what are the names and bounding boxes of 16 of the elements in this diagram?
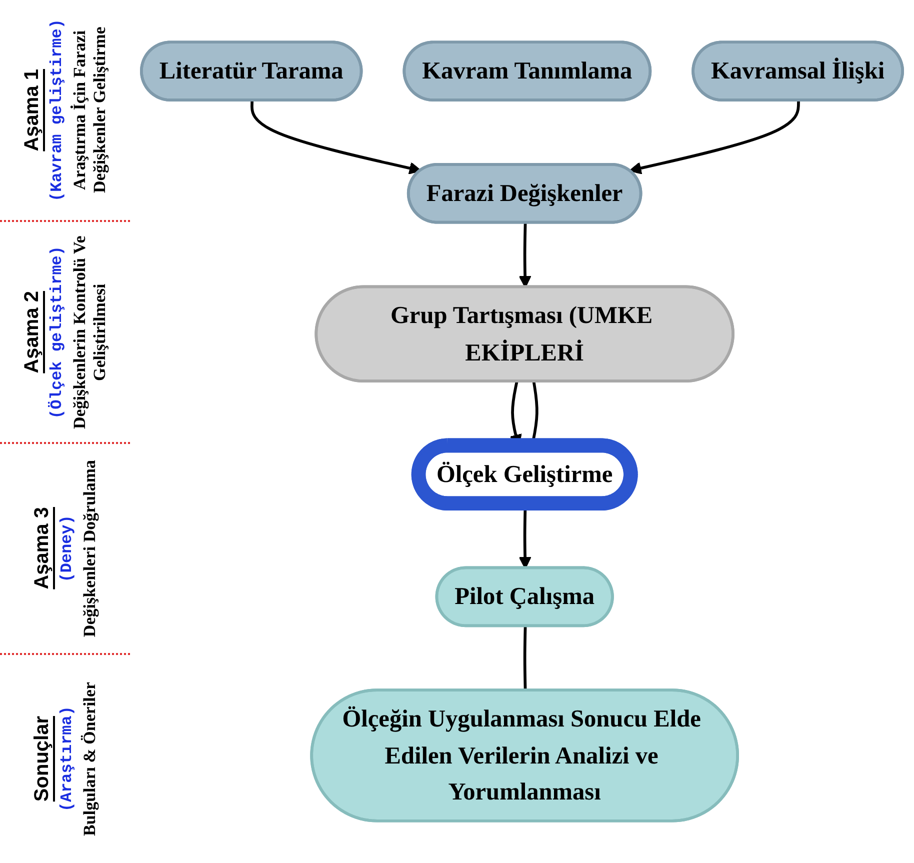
stage-description: Bulguları & Öneriler — [80, 682, 100, 836]
stage-subtitle: (Ölçek geliştirme) — [48, 246, 66, 418]
arrow — [250, 100, 422, 174]
connector — [523, 626, 527, 691]
stage-subtitle: (Kavram geliştirme) — [48, 18, 66, 202]
stage-heading: Sonuçlar — [30, 716, 54, 802]
stage-heading: Aşama 1 — [20, 68, 44, 152]
stage-description: Değişkenleri Doğrulama — [80, 460, 100, 637]
stage-heading: Aşama 3 — [30, 507, 54, 590]
stage-description: Araştırma İçin Farazi Değişkenler Geliştirme — [70, 26, 110, 196]
stage-subtitle: (Araştırma) — [58, 706, 76, 812]
stage-subtitle: (Deney) — [58, 514, 76, 582]
stage-heading: Aşama 2 — [20, 290, 44, 374]
arrow — [629, 100, 800, 174]
arrow — [518, 223, 532, 288]
stage-description: Değişkenlerin Kontrolü Ve Geliştirilmesi — [70, 234, 110, 431]
